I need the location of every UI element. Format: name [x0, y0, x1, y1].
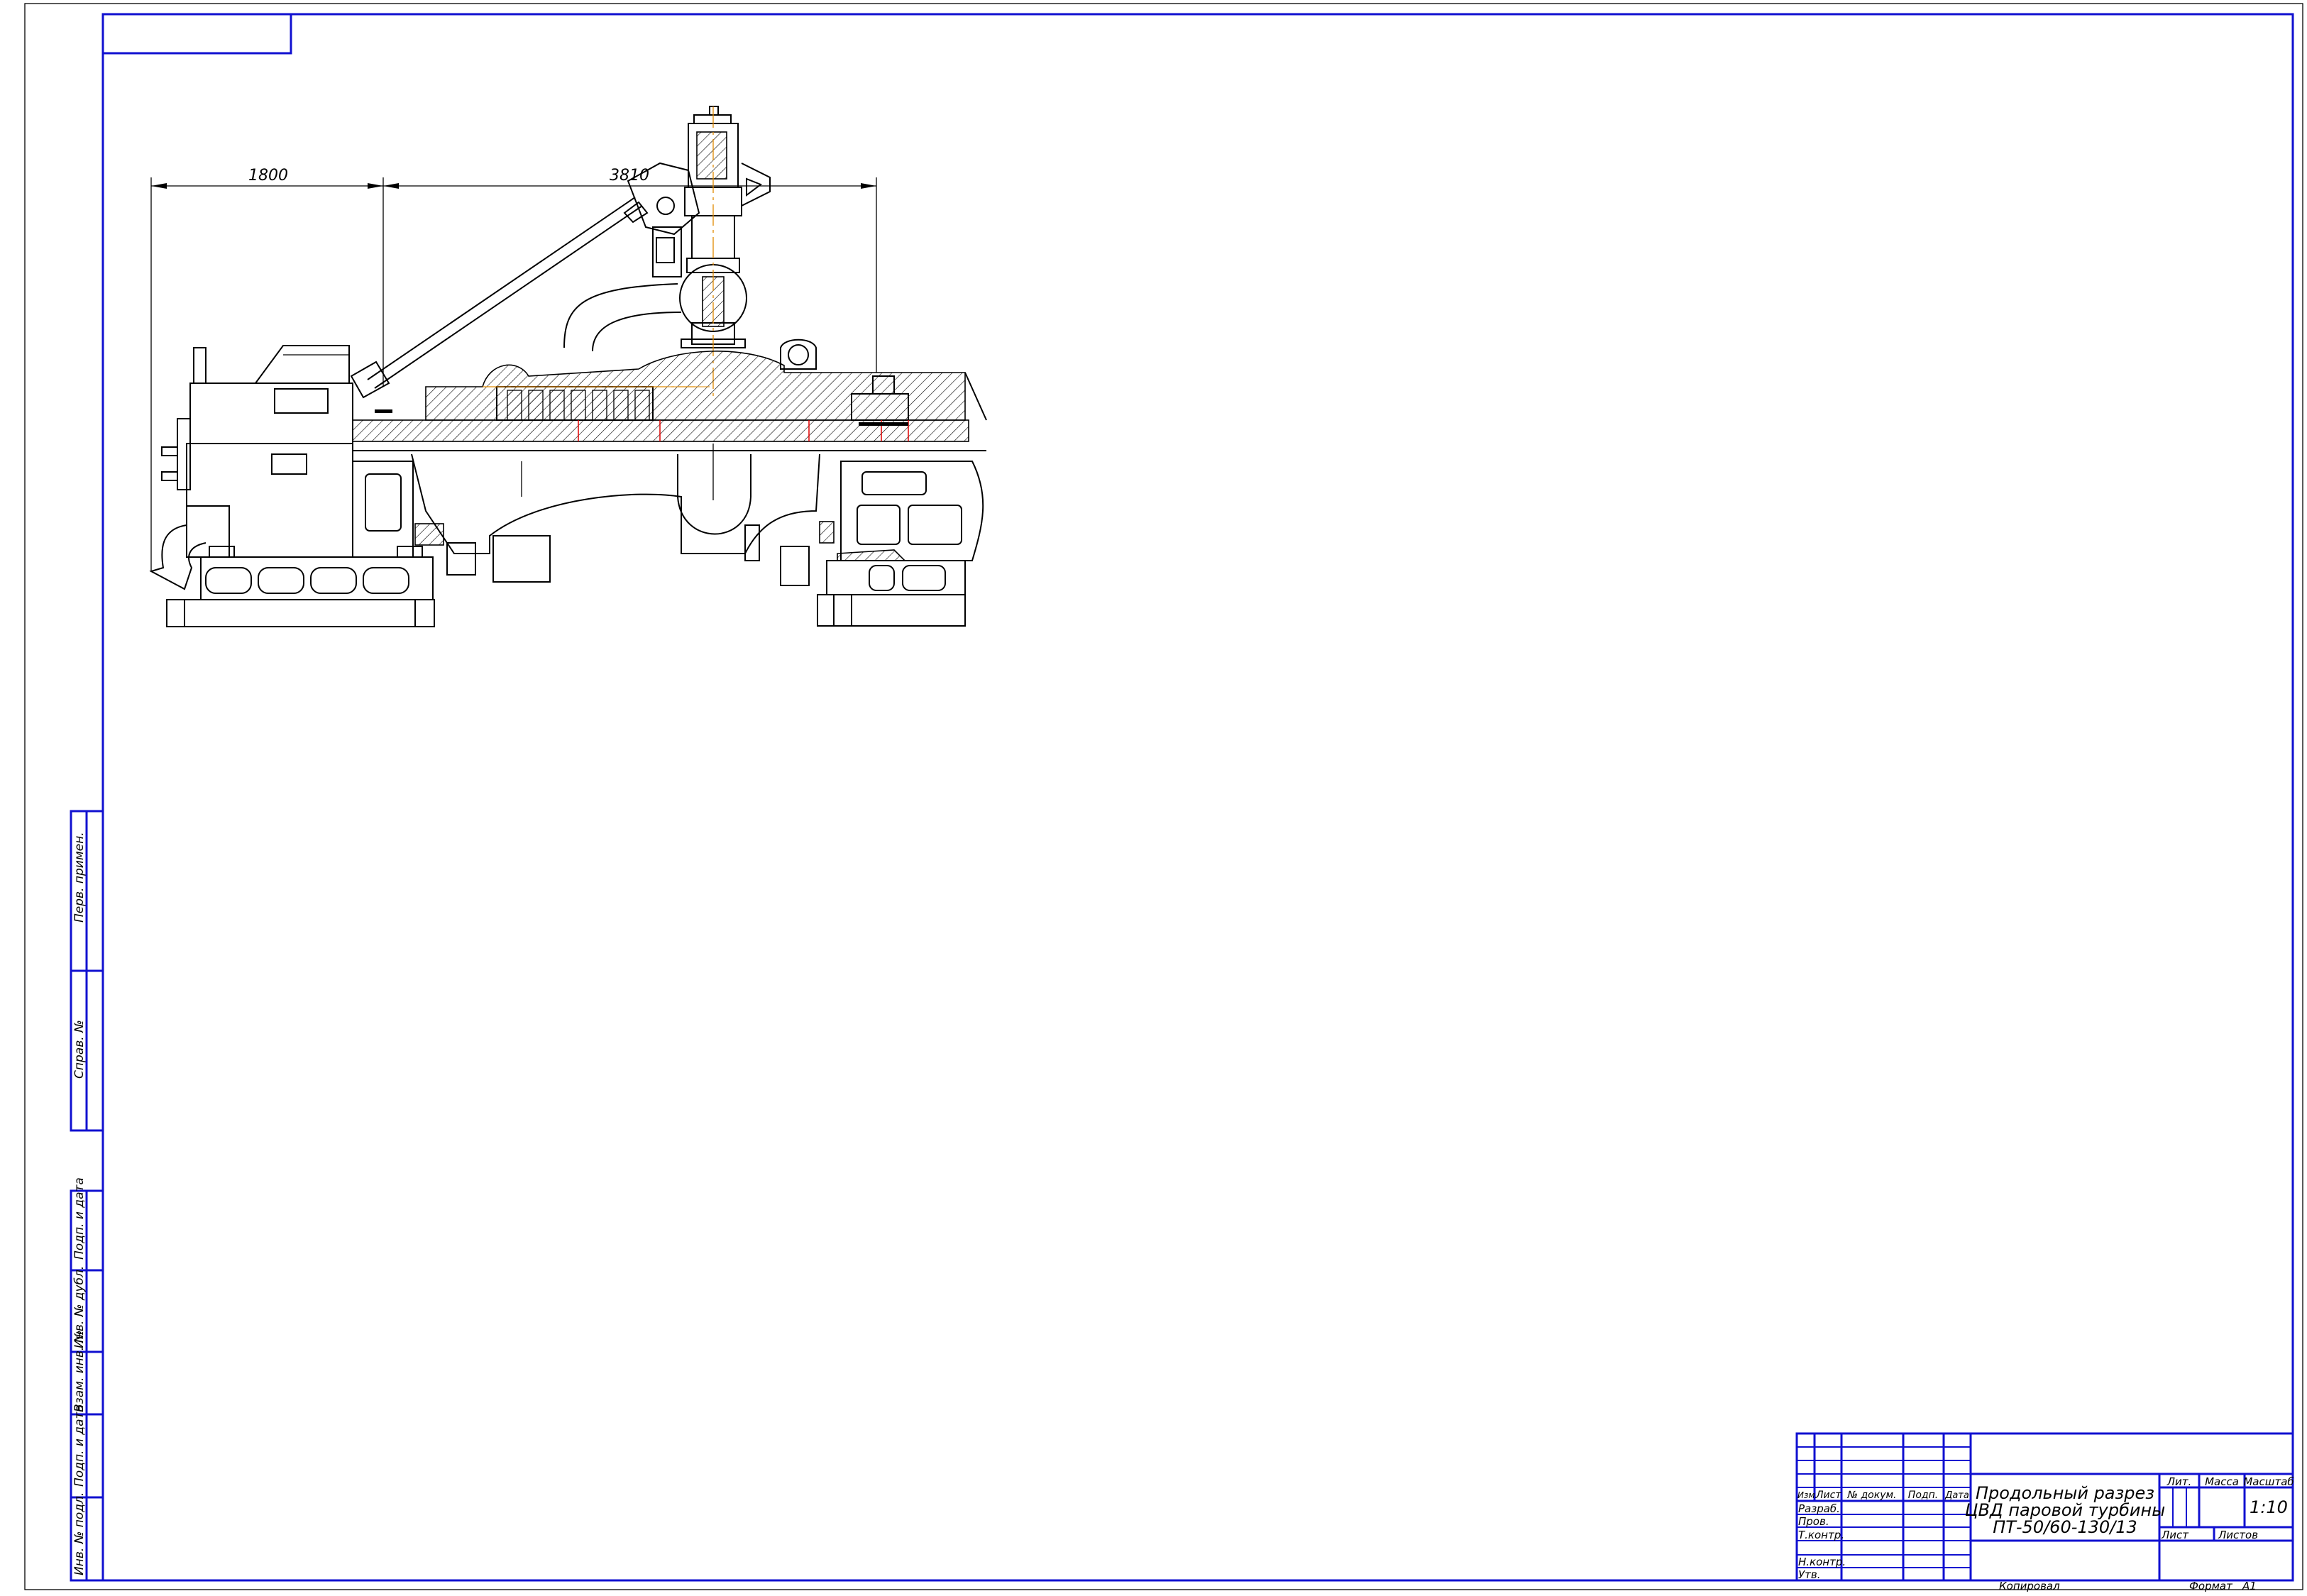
sheet-label: Лист: [2161, 1529, 2189, 1541]
side-label-podp-data-2: Подп. и дата: [72, 1404, 87, 1487]
lower-casing: [411, 444, 835, 586]
drawing-title-line-2: ЦВД паровой турбины: [1965, 1500, 2165, 1520]
drawing-title-line-1: Продольный разрез: [1976, 1483, 2154, 1503]
front-foot-frame: [166, 546, 435, 627]
dimension-lines: 1800 3810: [150, 167, 877, 571]
header-podp: Подп.: [1908, 1490, 1938, 1501]
rear-bearing-pedestal: [817, 461, 984, 627]
lit-label: Лит.: [2166, 1475, 2192, 1488]
role-prov: Пров.: [1798, 1515, 1829, 1528]
side-label-podp-data-1: Подп. и дата: [72, 1177, 87, 1260]
valve-linkage-rod: [350, 162, 700, 399]
header-doc-no: № докум.: [1846, 1490, 1896, 1501]
scale-label: Масштаб: [2243, 1475, 2294, 1488]
role-utv: Утв.: [1798, 1568, 1821, 1581]
scale-value: 1:10: [2250, 1497, 2288, 1517]
title-block: Изм. Лист № докум. Подп. Дата Разраб. Пр…: [1795, 1432, 2294, 1592]
header-list: Лист: [1815, 1490, 1841, 1501]
dimension-3810: 3810: [610, 167, 649, 185]
side-label-vzam-inv: Взам. инв. №: [72, 1331, 87, 1412]
drawing-frame: [101, 13, 2294, 1582]
side-label-inv-dubl: Инв. № дубл.: [72, 1266, 87, 1348]
side-label-inv-podl: Инв. № подл.: [72, 1492, 87, 1575]
format-value: A1: [2242, 1580, 2257, 1592]
format-label: Формат: [2189, 1580, 2233, 1592]
header-data: Дата: [1944, 1490, 1969, 1501]
sheets-label: Листов: [2218, 1529, 2258, 1541]
outer-trim-border: [24, 3, 2303, 1590]
mass-label: Масса: [2205, 1475, 2239, 1488]
drawing-title-line-3: ПТ-50/60-130/13: [1993, 1517, 2137, 1537]
role-nkontr: Н.контр.: [1798, 1556, 1846, 1568]
role-razrab: Разраб.: [1798, 1502, 1840, 1515]
dimension-1800: 1800: [248, 167, 288, 185]
front-bearing-housing: [149, 345, 414, 590]
copied-label: Копировал: [1999, 1580, 2060, 1592]
side-stamp: Перв. примен. Справ. № Подп. и дата Инв.…: [70, 810, 104, 1582]
control-valve-assembly: [563, 106, 771, 397]
top-left-stamp-box: [101, 13, 292, 55]
role-tkontr: Т.контр.: [1798, 1529, 1844, 1541]
side-label-perv-primen: Перв. примен.: [72, 832, 87, 923]
rotor-and-casing: [352, 339, 987, 451]
header-izm: Изм.: [1797, 1490, 1817, 1500]
side-label-sprav-no: Справ. №: [72, 1020, 87, 1079]
